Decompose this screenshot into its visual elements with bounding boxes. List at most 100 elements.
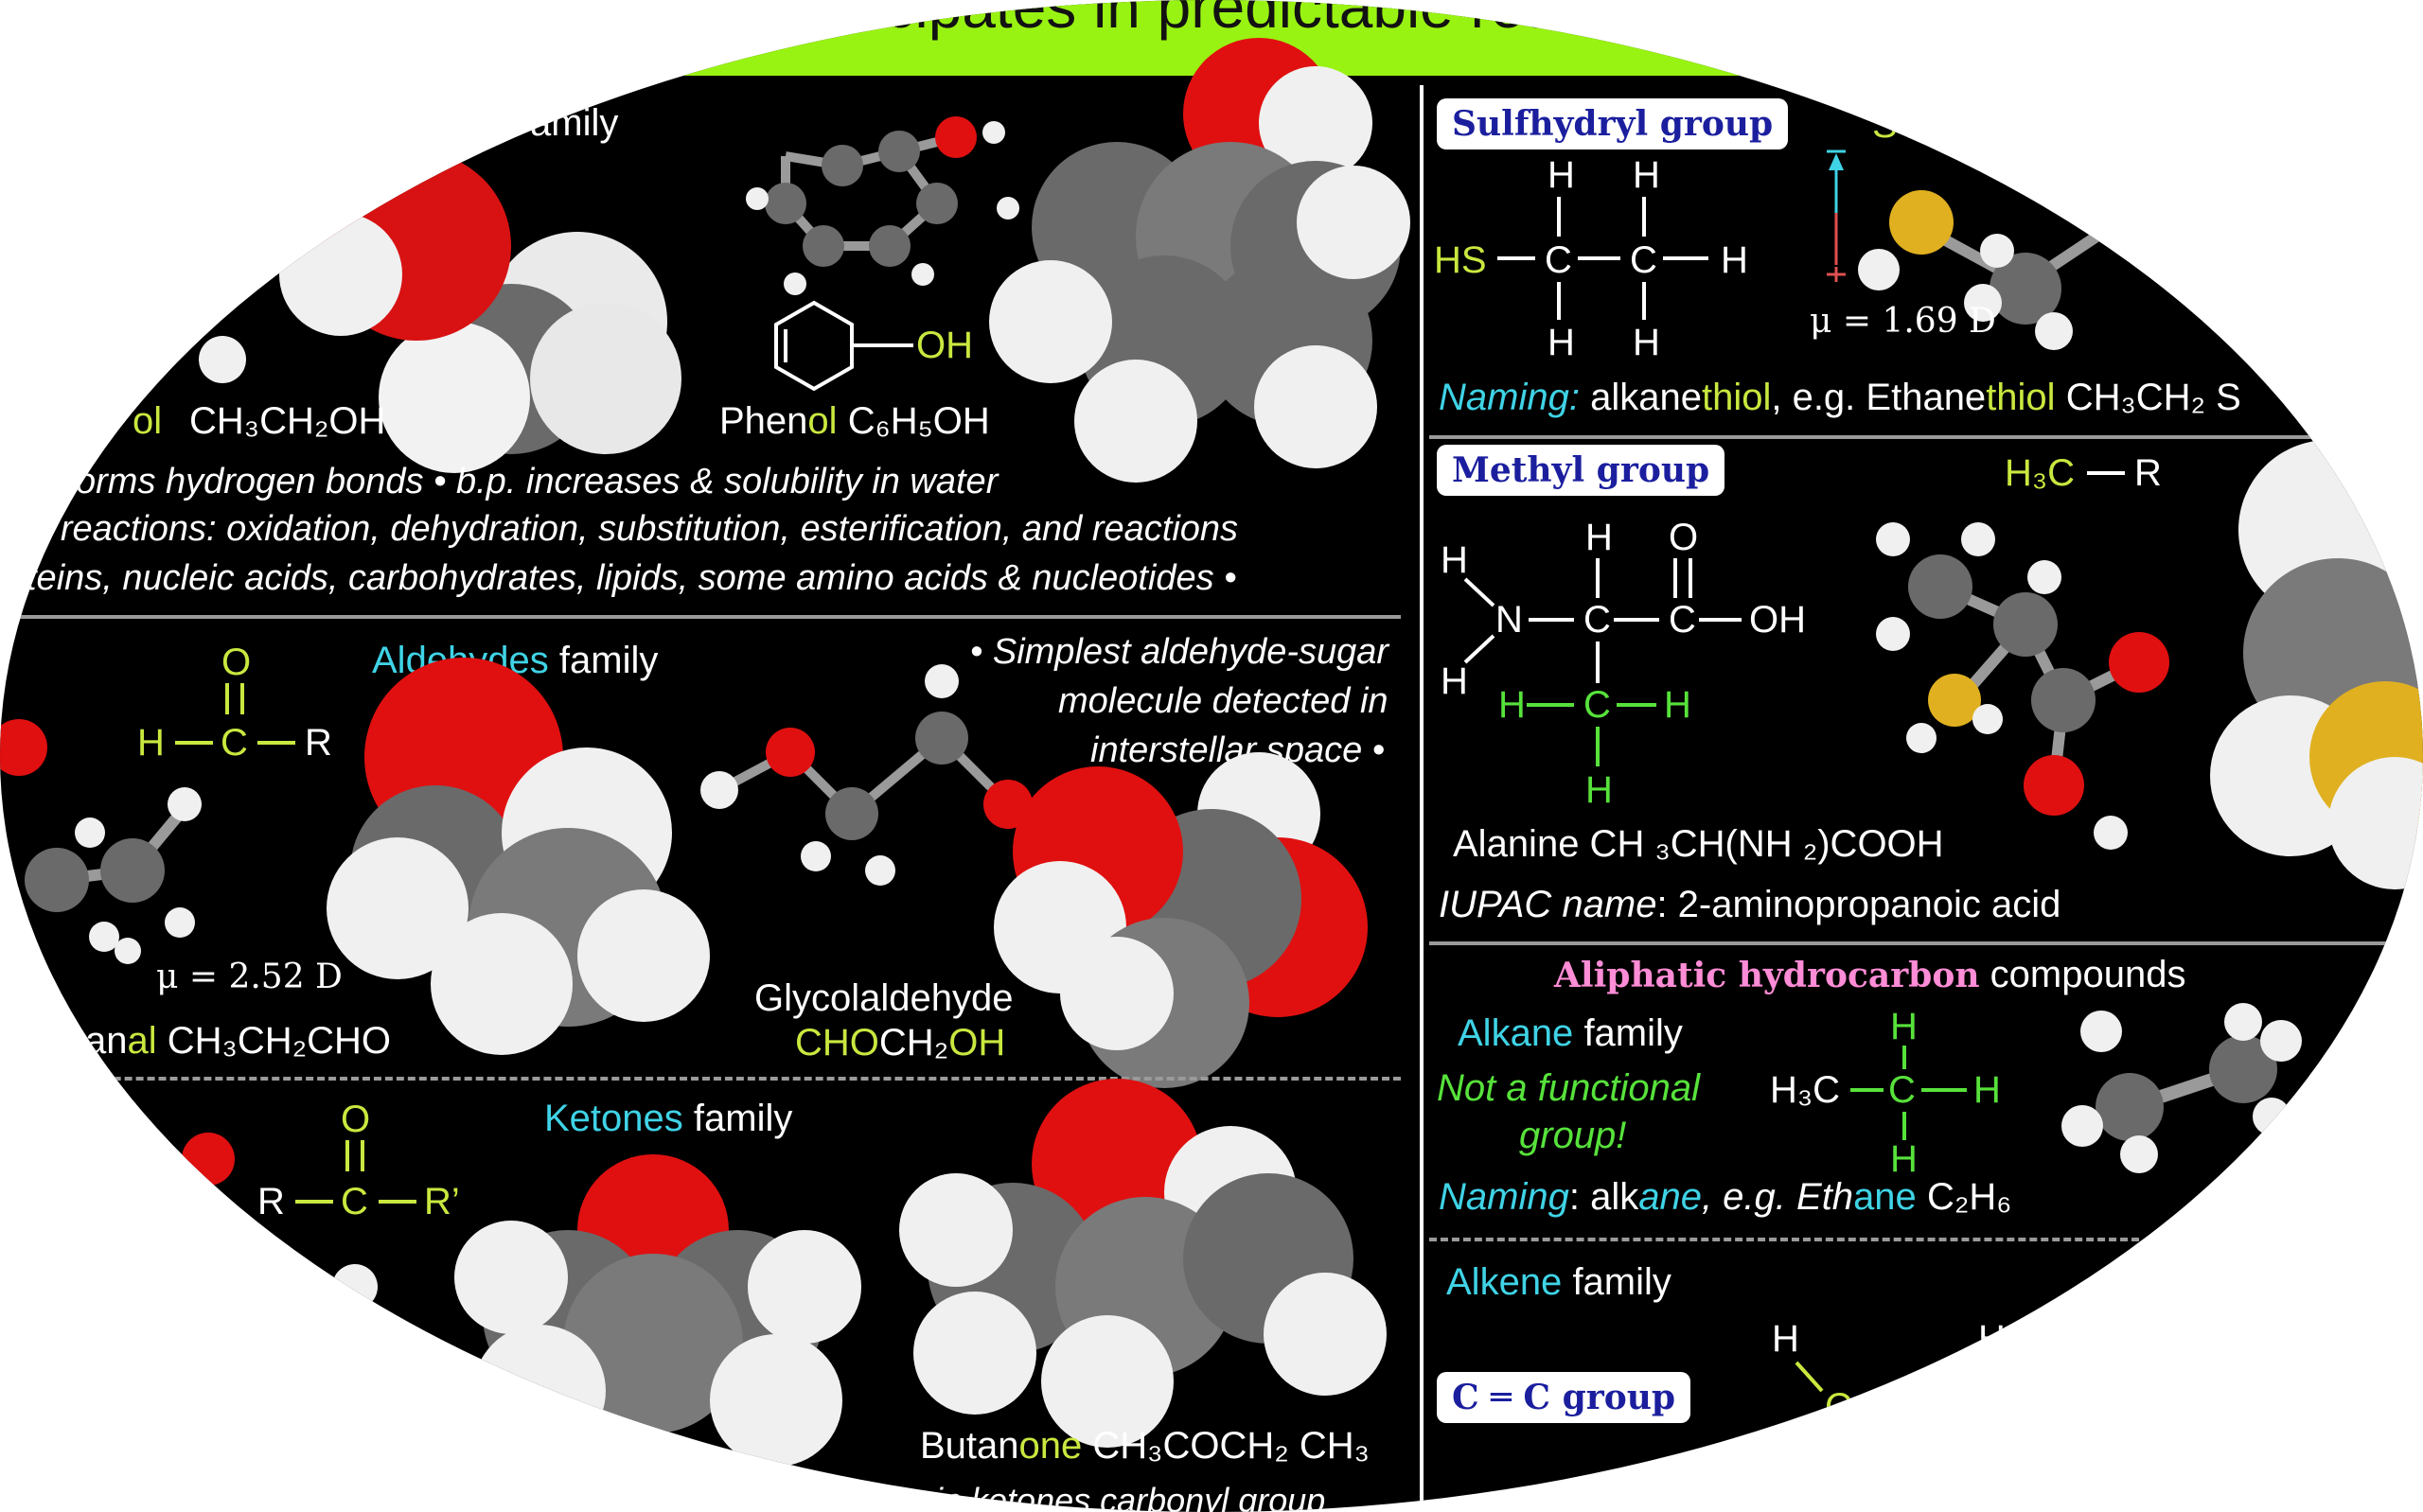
ketone-struct-r: R: [257, 1181, 285, 1222]
column-separator: [1420, 85, 1424, 1512]
divider-alkane-alkene: [1429, 1238, 2139, 1241]
alanine-ball-and-stick-model: [1876, 522, 2169, 850]
ethane-h-top: H: [1890, 1006, 1918, 1047]
not-functional-line-2: group!: [1519, 1115, 1627, 1156]
aldehyde-struct-bonds: [175, 683, 295, 745]
alanine-bonds: [1463, 558, 1742, 766]
alanine-h-top: H: [1585, 517, 1613, 558]
alanine-o-top: O: [1669, 517, 1699, 558]
ketone-struct-r-prime: R’: [424, 1181, 460, 1222]
alanine-methyl-c: C: [1583, 684, 1611, 726]
methyl-group-label: Methyl group: [1437, 445, 1725, 496]
alanine-formula: Alanine CH ₃CH(NH ₂)COOH: [1453, 823, 1944, 865]
ethanethiol-h-top2: H: [1633, 154, 1660, 196]
ethane-h-right: H: [1973, 1069, 2001, 1111]
methyl-r: R: [2134, 452, 2162, 494]
sulfhydryl-s-fragment: S: [1872, 104, 1898, 146]
phenol-name: Phenol C₆H₅OH: [719, 400, 990, 442]
phenol-space-filling-model: [989, 38, 1410, 483]
divider-sulfhydryl-methyl: [1429, 435, 2423, 439]
ethanol-space-filling-model: [199, 151, 681, 473]
glycolaldehyde-formula: CHOCH₂OH: [795, 1022, 1006, 1064]
propanal-ball-and-stick-model: [0, 719, 202, 964]
alkene-bonds: C: [1795, 1361, 1852, 1428]
dipole-arrow: [1827, 149, 1846, 282]
divider-aldehydes-ketones: [0, 1077, 1401, 1081]
ethanol-suffix: ol: [133, 400, 163, 442]
alanine-h-lower: H: [1441, 660, 1468, 702]
ethanethiol-c1: C: [1545, 239, 1572, 281]
aldehyde-struct-c: C: [221, 722, 248, 764]
ethanethiol-bonds: [1497, 197, 1708, 320]
ethane-h-bottom: H: [1890, 1138, 1918, 1180]
glycolaldehyde-note-2: molecule detected in: [1058, 681, 1388, 721]
phenol-skeletal-structure: [774, 300, 913, 392]
ethanethiol-h-top1: H: [1548, 154, 1575, 196]
alanine-oh: OH: [1749, 599, 1806, 641]
ethanethiol-h-bot1: H: [1548, 322, 1575, 363]
alanine-iupac: IUPAC name: 2-aminopropanoic acid: [1439, 884, 2061, 925]
alkane-naming: Naming: alkane, e.g. Ethane C₂H₆: [1439, 1176, 2012, 1218]
aldehyde-struct-o: O: [221, 642, 252, 683]
alanine-methyl-h-right: H: [1664, 684, 1691, 726]
alanine-methyl-h-bottom: H: [1585, 769, 1613, 811]
divider-alcohols-aldehydes: [0, 615, 1401, 619]
sulfhydryl-group-label: Sulfhydryl group: [1437, 98, 1789, 149]
svg-text:C: C: [1825, 1386, 1852, 1428]
ethanethiol-dipole: μ = 1.69 D: [1810, 302, 1996, 341]
ketone-struct-o: O: [341, 1099, 371, 1140]
alkane-title: Alkane family: [1458, 1012, 1683, 1054]
alcohols-note-1: orms hydrogen bonds • b.p. increases & s…: [76, 462, 999, 501]
alanine-c-alpha: C: [1583, 599, 1611, 641]
glycolaldehyde-name: Glycolaldehyde: [754, 977, 1014, 1019]
alkene-title: Alkene family: [1446, 1261, 1671, 1303]
alkene-h-left: H: [1772, 1318, 1799, 1360]
not-functional-line-1: Not a functional: [1437, 1067, 1700, 1109]
ethanethiol-hs: HS: [1434, 239, 1487, 281]
cc-group-label: C ═ C group: [1437, 1372, 1691, 1423]
butanone-formula-label: Butanone CH₃COCH₂ CH₃: [920, 1425, 1370, 1467]
divider-methyl-aliphatic: [1429, 941, 2423, 945]
thiol-naming: Naming: alkanethiol, e.g. Ethanethiol CH…: [1439, 377, 2241, 418]
ethane-h3c: H₃C: [1770, 1069, 1841, 1111]
alanine-h-upper: H: [1441, 539, 1468, 581]
ketones-title: Ketones family: [544, 1098, 793, 1139]
ethane-ball-and-stick-model: [2061, 1003, 2302, 1173]
edge-space-filling-model: [2210, 440, 2423, 889]
alanine-methyl-h-left: H: [1498, 684, 1526, 726]
ethanol-formula: CH₃CH₂OH: [189, 400, 386, 442]
ketone-struct-c: C: [341, 1181, 368, 1222]
aldehyde-struct-h: H: [137, 722, 165, 764]
methyl-h3c: H₃C: [2005, 452, 2076, 494]
aliphatic-title: Aliphatic hydrocarbon compounds: [1554, 954, 2186, 995]
ketone-ball-fragments: [182, 1133, 378, 1310]
acetone-space-filling-model: [454, 1154, 861, 1467]
ethane-bonds: [1850, 1046, 1967, 1140]
ketones-cut-note: s in ketones carbonyl group: [909, 1481, 1326, 1512]
alcohols-note-3: teins, nucleic acids, carbohydrates, lip…: [27, 558, 1237, 598]
ethanethiol-h-bot2: H: [1633, 322, 1660, 363]
glycolaldehyde-ball-and-stick-model: [700, 664, 1033, 886]
propanal-space-filling-model: [327, 658, 710, 1055]
glycolaldehyde-note-1: • Simplest aldehyde-sugar: [970, 632, 1389, 672]
banner-title: participates in predictable rea: [767, 0, 1559, 41]
ethanethiol-h-right: H: [1721, 239, 1748, 281]
ethanethiol-ball-and-stick-model: [1858, 190, 2114, 350]
propanal-dipole: μ = 2.52 D: [156, 958, 343, 996]
aldehyde-struct-r: R: [305, 722, 332, 764]
alcohols-family-fragment: amily: [530, 102, 619, 144]
glycolaldehyde-space-filling-model: [994, 752, 1368, 1088]
alanine-c-carboxyl: C: [1669, 599, 1696, 641]
propanal-formula-label: anal CH₃CH₂CHO: [85, 1020, 392, 1062]
methyl-bond: [2087, 471, 2125, 475]
ketone-struct-bonds: [295, 1140, 416, 1204]
alcohols-note-2: • reactions: oxidation, dehydration, sub…: [38, 509, 1239, 549]
ethanethiol-c2: C: [1630, 239, 1657, 281]
ethane-c: C: [1888, 1069, 1916, 1111]
alanine-n: N: [1495, 599, 1523, 641]
butanone-space-filling-model: [899, 1079, 1387, 1448]
phenol-ball-and-stick-model: [746, 116, 1019, 295]
phenol-oh-label: OH: [916, 325, 973, 366]
alkene-h-right: H: [1978, 1318, 2006, 1360]
